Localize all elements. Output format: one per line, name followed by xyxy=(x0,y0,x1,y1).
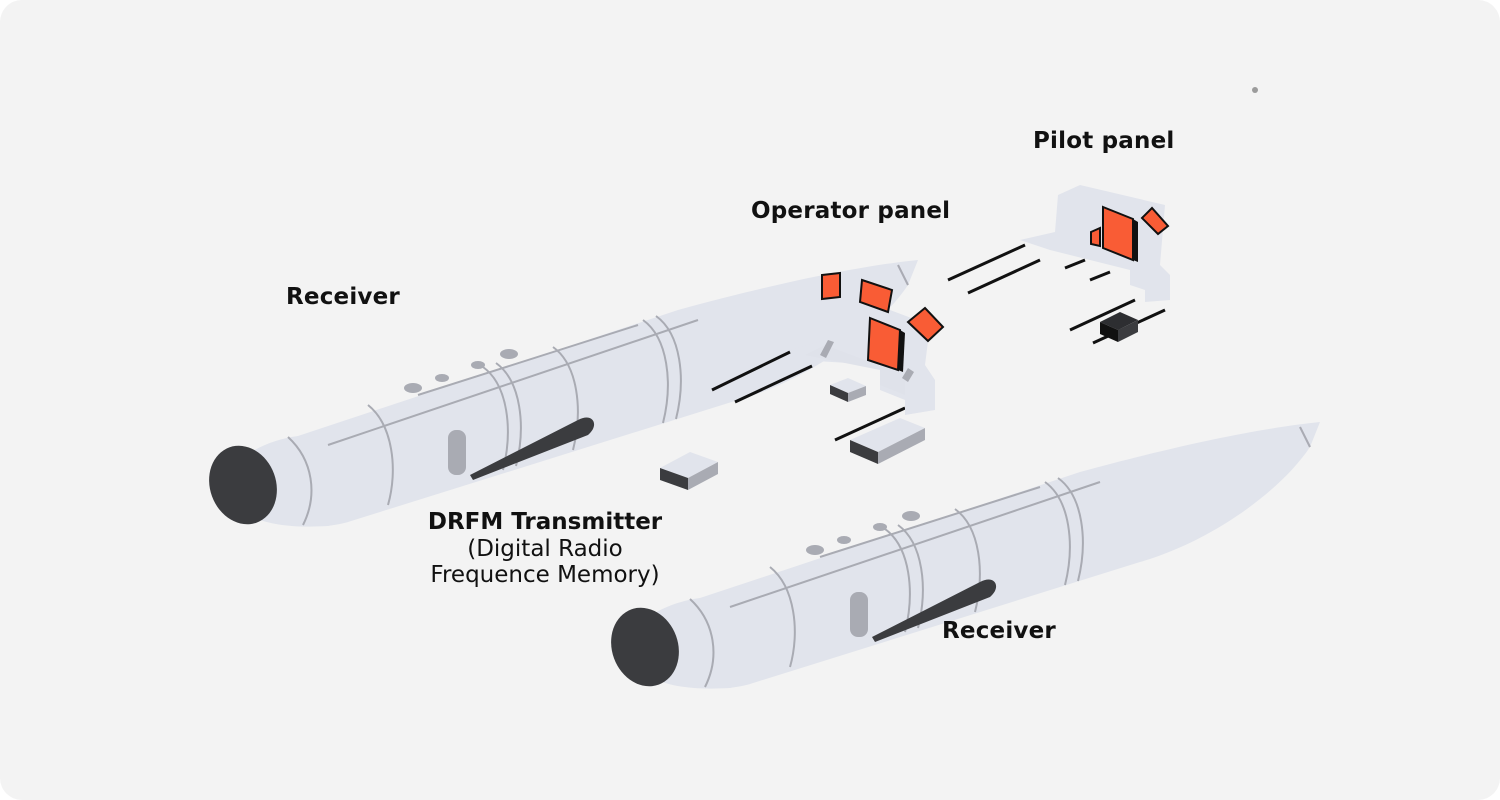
pilot-panel-label: Pilot panel xyxy=(1033,128,1175,154)
operator-panel-label: Operator panel xyxy=(751,198,951,224)
dot-marker xyxy=(1252,87,1258,93)
operator-panel-graphic xyxy=(711,271,945,464)
receiver-label-bottom: Receiver xyxy=(942,618,1056,644)
drfm-transmitter-box xyxy=(660,452,718,490)
drfm-subtitle-line1: (Digital Radio xyxy=(467,536,623,562)
drfm-transmitter-label: DRFM Transmitter (Digital Radio Frequenc… xyxy=(380,508,710,588)
pilot-panel-graphic xyxy=(947,185,1170,345)
drfm-subtitle-line2: Frequence Memory) xyxy=(430,562,660,588)
receiver-label-top: Receiver xyxy=(286,284,400,310)
drfm-title: DRFM Transmitter xyxy=(427,509,663,535)
